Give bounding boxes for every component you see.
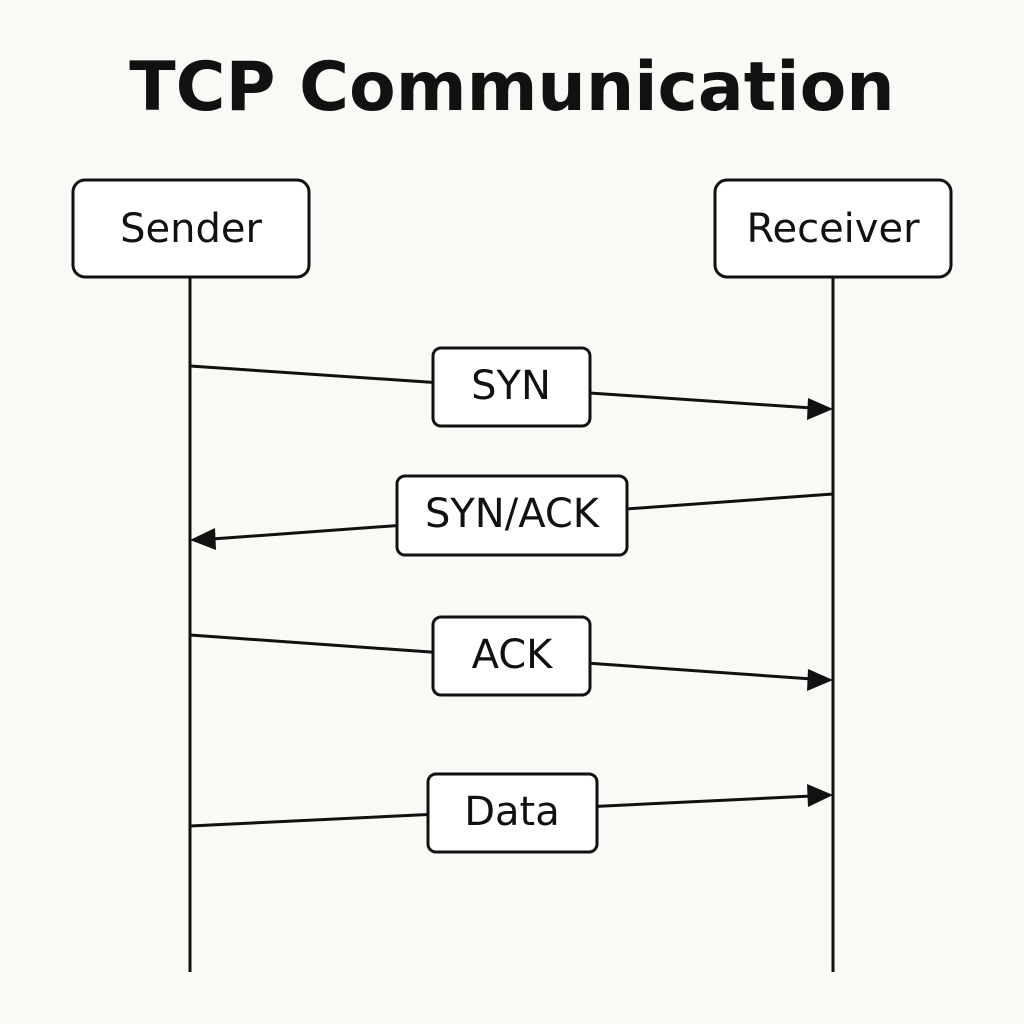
syn-label: SYN	[471, 363, 551, 409]
message-ack: ACK	[189, 615, 833, 697]
sender-node: Sender	[71, 178, 311, 279]
sender-label: Sender	[120, 206, 262, 252]
message-data: Data	[189, 772, 833, 854]
data-box	[426, 772, 599, 854]
receiver-node: Receiver	[713, 178, 953, 279]
ack-arrowhead	[807, 669, 833, 691]
data-label: Data	[464, 789, 560, 835]
data-arrowhead	[807, 784, 833, 807]
syn-ack-arrowhead	[190, 528, 216, 550]
message-syn-ack: SYN/ACK	[190, 474, 834, 557]
syn-box	[431, 346, 592, 428]
message-syn: SYN	[189, 346, 833, 428]
syn-ack-box	[395, 474, 629, 557]
syn-ack-label: SYN/ACK	[425, 491, 601, 537]
ack-box	[431, 615, 592, 697]
syn-arrowhead	[807, 398, 833, 420]
receiver-label: Receiver	[746, 206, 920, 252]
diagram-title: TCP Communication	[129, 48, 895, 127]
ack-label: ACK	[472, 632, 555, 678]
